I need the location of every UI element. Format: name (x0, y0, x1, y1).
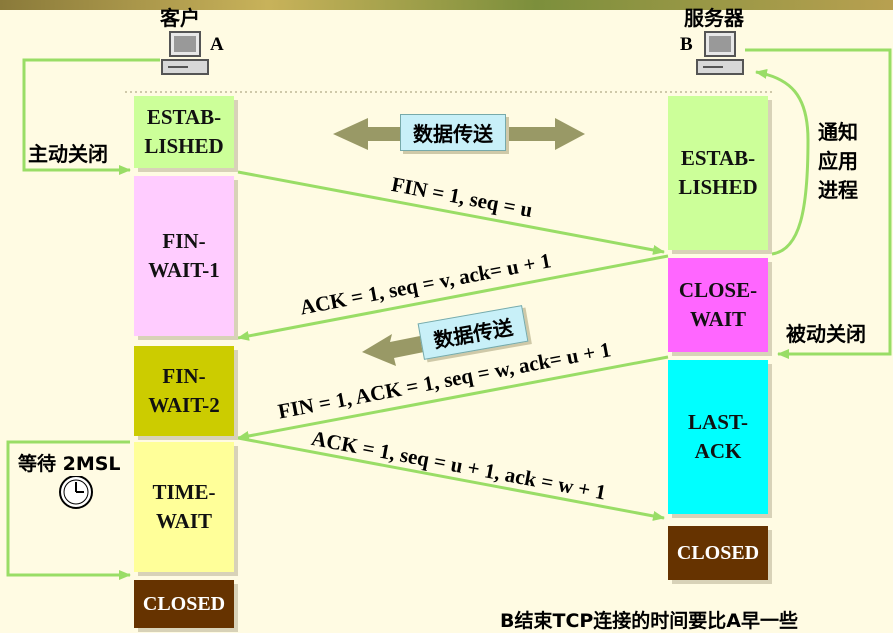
active-close-connector (22, 58, 160, 175)
ack2-arrow (237, 436, 665, 521)
notify-app-label: 通知 应用 进程 (818, 120, 858, 202)
fin2-arrow (237, 355, 669, 441)
server-computer-icon (696, 31, 744, 75)
decorative-top-strip (0, 0, 893, 10)
ack1-arrow (237, 254, 669, 341)
data-transfer-banner-1: 数据传送 (400, 114, 506, 151)
server-letter: B (680, 34, 693, 55)
server-state-close-wait: CLOSE- WAIT (668, 258, 768, 352)
server-title: 服务器 (684, 6, 744, 30)
client-state-time-wait: TIME- WAIT (134, 442, 234, 572)
client-computer-icon (161, 31, 209, 75)
notify-app-connector (755, 68, 810, 256)
client-state-closed: CLOSED (134, 580, 234, 628)
clock-icon (59, 475, 93, 509)
client-letter: A (210, 34, 224, 55)
client-state-established: ESTAB- LISHED (134, 96, 234, 168)
active-close-label: 主动关闭 (28, 138, 108, 167)
data-transfer-left-arrow (362, 334, 434, 366)
footer-note: B结束TCP连接的时间要比A早一些 (500, 610, 799, 632)
server-state-last-ack: LAST- ACK (668, 360, 768, 514)
client-title: 客户 (160, 6, 200, 30)
passive-close-label: 被动关闭 (786, 322, 866, 346)
wait-2msl-connector (6, 440, 131, 580)
client-state-fin-wait-2: FIN- WAIT-2 (134, 346, 234, 436)
passive-close-connector (745, 48, 892, 359)
client-state-fin-wait-1: FIN- WAIT-1 (134, 176, 234, 336)
wait-2msl-label: 等待 2MSL (18, 449, 121, 476)
fin1-arrow (237, 170, 665, 255)
server-state-closed: CLOSED (668, 526, 768, 580)
server-state-established: ESTAB- LISHED (668, 96, 768, 250)
